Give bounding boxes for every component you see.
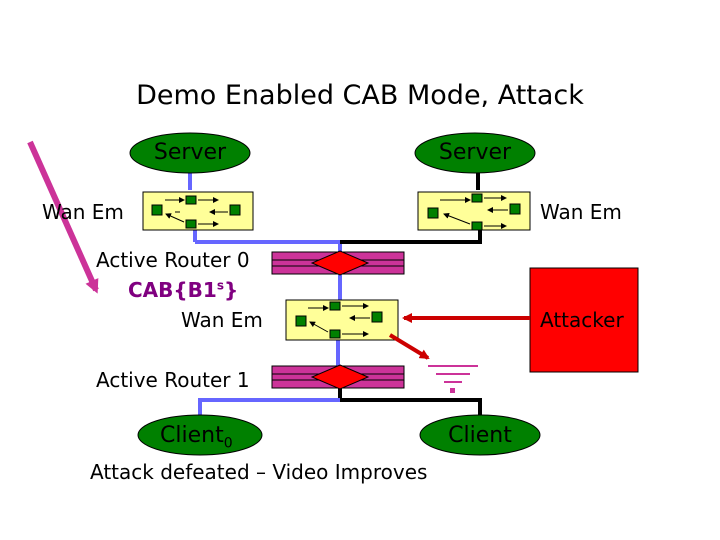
deflect-arrow (388, 333, 430, 360)
server-left-label: Server (153, 140, 227, 165)
wan-right-label: Wan Em (540, 200, 622, 224)
client-right-label: Client (448, 423, 512, 448)
page-title: Demo Enabled CAB Mode, Attack (136, 80, 584, 111)
active-router-0-device[interactable] (271, 250, 405, 276)
caption: Attack defeated – Video Improves (90, 460, 428, 484)
active-router-0-label: Active Router 0 (96, 248, 250, 272)
server-right-node[interactable] (414, 132, 536, 174)
attacker-label: Attacker (540, 308, 624, 332)
active-router-1-label: Active Router 1 (96, 368, 250, 392)
network-links (188, 172, 482, 420)
wan-middle-label: Wan Em (181, 308, 263, 332)
wan-left-label: Wan Em (42, 200, 124, 224)
filter-icon (428, 365, 478, 393)
server-right-label: Server (438, 140, 512, 165)
server-left-node[interactable] (129, 132, 251, 174)
active-router-1-device[interactable] (271, 364, 405, 390)
client-left-node[interactable] (137, 414, 263, 456)
wan-switch-middle[interactable] (285, 299, 399, 341)
cab-label: CAB{B1s} (128, 278, 239, 302)
attacker-box[interactable] (529, 267, 639, 373)
client-right-node[interactable] (419, 414, 541, 456)
wan-switch-right[interactable] (417, 191, 531, 231)
client-left-label: Client0 (160, 423, 233, 452)
wan-switch-left[interactable] (142, 191, 254, 231)
cab-pointer-arrow (27, 140, 99, 294)
